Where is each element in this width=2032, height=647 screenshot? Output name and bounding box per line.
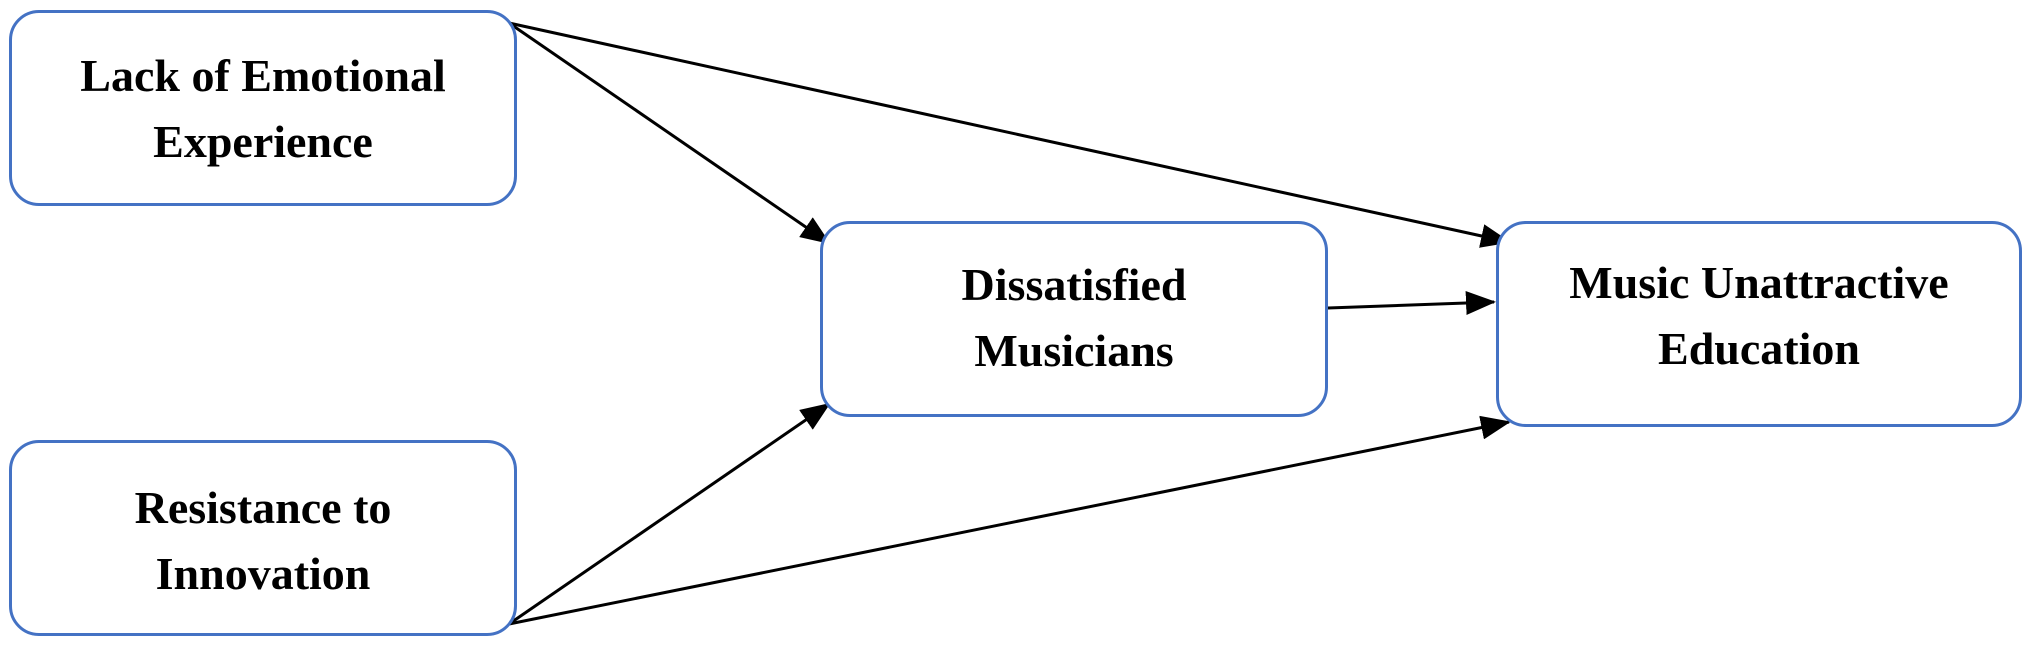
node-music-unattractive-education: Music Unattractive Education [1496, 221, 2022, 427]
node-dissatisfied-musicians: Dissatisfied Musicians [820, 221, 1328, 417]
node-lack-of-emotional-experience: Lack of Emotional Experience [9, 10, 517, 206]
node-label: Lack of Emotional Experience [80, 41, 445, 175]
node-label-line: Experience [153, 116, 373, 167]
node-label: Resistance to Innovation [135, 469, 392, 607]
node-label-line: Musicians [974, 325, 1174, 376]
node-resistance-to-innovation: Resistance to Innovation [9, 440, 517, 636]
node-label-line: Lack of Emotional [80, 50, 446, 101]
arrow-resistance-to-music-education [508, 415, 1511, 626]
node-label-line: Innovation [155, 548, 371, 599]
node-label-line: Resistance to [134, 482, 392, 533]
arrow-lack-to-dissatisfied [508, 21, 831, 245]
node-label-line: Dissatisfied [961, 259, 1187, 310]
node-label-line: Music Unattractive [1569, 257, 1949, 308]
arrow-dissatisfied-to-music-education [1327, 291, 1496, 316]
arrow-lack-to-music-education [508, 21, 1511, 248]
arrow-resistance-to-dissatisfied [508, 402, 831, 626]
node-label: Music Unattractive Education [1569, 250, 1948, 398]
node-label: Dissatisfied Musicians [962, 252, 1187, 386]
node-label-line: Education [1658, 323, 1860, 374]
